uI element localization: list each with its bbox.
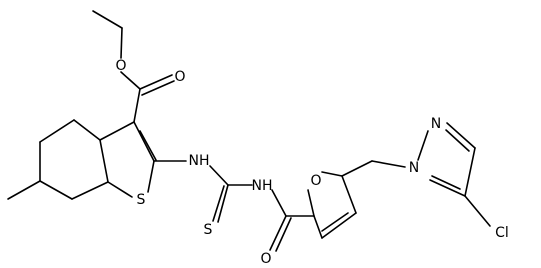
bond	[107, 181, 133, 198]
atom-label-thiophene-s: S	[137, 192, 146, 208]
bond	[307, 189, 315, 217]
bond	[417, 130, 429, 161]
bond	[120, 71, 141, 90]
bond	[321, 171, 343, 177]
bond	[446, 122, 476, 149]
bond	[7, 180, 41, 200]
bond	[39, 119, 75, 143]
atom-label-thioxo-s: S	[204, 222, 213, 238]
atom-label-carbonyl-o: O	[174, 69, 185, 85]
atom-label-furan-o: O	[310, 173, 321, 189]
bond	[212, 185, 225, 222]
bond	[269, 215, 287, 251]
bond	[321, 212, 357, 239]
bond	[341, 160, 373, 177]
bond	[445, 129, 470, 152]
atom-label-amide-o: O	[260, 251, 271, 267]
bond	[217, 184, 229, 223]
bond	[99, 121, 135, 141]
bond	[429, 179, 466, 197]
bond	[139, 130, 157, 161]
bond	[71, 181, 109, 200]
bond	[431, 175, 461, 190]
bond	[73, 119, 101, 141]
bond	[271, 189, 287, 217]
bond	[464, 147, 476, 197]
atom-label-ester-o: O	[115, 58, 126, 74]
bond	[92, 10, 123, 29]
bond	[99, 139, 109, 183]
bond	[371, 160, 406, 168]
bond	[39, 180, 73, 200]
bond	[313, 215, 323, 239]
atom-label-pyrazole-n2: N	[431, 116, 441, 132]
bond	[133, 121, 155, 162]
atom-label-pyrazole-n1: N	[409, 160, 419, 176]
atom-label-nh-left: NH	[189, 153, 210, 169]
atom-label-nh-right: NH	[252, 178, 273, 194]
bond	[321, 212, 349, 232]
bond	[275, 217, 292, 252]
bond	[133, 88, 141, 123]
bond	[341, 175, 357, 214]
atom-labels: O O S NH NH S O O N N Cl	[115, 58, 508, 267]
atom-label-chloro: Cl	[495, 225, 509, 241]
bond	[141, 80, 175, 96]
bond	[139, 74, 173, 90]
bond	[147, 160, 155, 193]
bond	[209, 165, 229, 186]
bond	[464, 195, 491, 227]
bonds	[7, 10, 491, 252]
bond	[120, 27, 123, 59]
